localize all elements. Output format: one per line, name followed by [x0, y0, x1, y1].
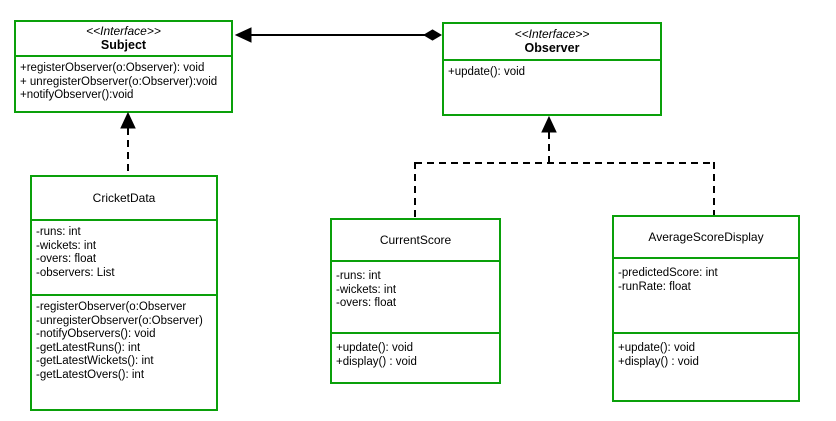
realization-cricketdata-subject — [120, 111, 136, 175]
member-line: -overs: float — [36, 253, 97, 265]
member-line: -predictedScore: int — [618, 267, 718, 279]
class-box-averagescoredisplay: AverageScoreDisplay -predictedScore: int… — [612, 215, 800, 402]
methods-compartment-currentscore: +update(): void+display() : void — [332, 332, 499, 382]
stereotype-label: <<Interface>> — [86, 24, 161, 38]
member-line: -wickets: int — [36, 239, 97, 252]
member-line: -getLatestRuns(): int — [36, 341, 141, 354]
class-title-averagescoredisplay: AverageScoreDisplay — [614, 217, 798, 257]
member-line: -getLatestWickets(): int — [36, 355, 154, 367]
member-line: -getLatestOvers(): int — [36, 368, 145, 381]
class-name: CricketData — [92, 190, 156, 205]
member-line: +update(): void — [448, 66, 526, 78]
methods-compartment-subject: +registerObserver(o:Observer): void+ unr… — [16, 55, 231, 111]
stereotype-label: <<Interface>> — [514, 27, 590, 41]
member-line: -wickets: int — [336, 283, 397, 296]
attributes-compartment-averagescoredisplay: -predictedScore: int-runRate: float — [614, 257, 798, 332]
member-line: +display() : void — [336, 355, 417, 368]
attributes-compartment-currentscore: -runs: int-wickets: int-overs: float — [332, 260, 499, 332]
member-line: +registerObserver(o:Observer): void — [20, 62, 205, 74]
class-box-currentscore: CurrentScore -runs: int-wickets: int-ove… — [330, 218, 501, 384]
methods-compartment-averagescoredisplay: +update(): void+display() : void — [614, 332, 798, 400]
class-title-cricketdata: CricketData — [32, 177, 216, 219]
realization-tree-observer — [414, 115, 715, 218]
diamond-at-observer-icon — [423, 29, 442, 41]
class-box-cricketdata: CricketData -runs: int-wickets: int-over… — [30, 175, 218, 411]
class-box-subject: <<Interface>> Subject +registerObserver(… — [14, 20, 233, 113]
class-title-subject: <<Interface>> Subject — [16, 22, 231, 55]
arrowhead-up-icon — [541, 115, 557, 133]
arrowhead-into-subject-icon — [234, 27, 252, 43]
association-observer-subject — [234, 27, 442, 43]
member-line: -runs: int — [36, 226, 81, 238]
member-line: -overs: float — [336, 297, 397, 309]
class-box-observer: <<Interface>> Observer +update(): void — [442, 22, 662, 116]
member-line: +update(): void — [618, 342, 696, 354]
member-line: -runs: int — [336, 270, 381, 282]
member-line: -runRate: float — [618, 280, 691, 293]
class-name: AverageScoreDisplay — [648, 229, 764, 244]
class-title-currentscore: CurrentScore — [332, 220, 499, 260]
member-line: +update(): void — [336, 342, 414, 354]
member-line: +display() : void — [618, 355, 699, 368]
class-title-observer: <<Interface>> Observer — [444, 24, 660, 59]
member-line: -notifyObservers(): void — [36, 328, 156, 340]
member-line: -registerObserver(o:Observer — [36, 301, 187, 313]
member-line: -unregisterObserver(o:Observer) — [36, 314, 203, 327]
methods-compartment-cricketdata: -registerObserver(o:Observer-unregisterO… — [32, 294, 216, 409]
arrowhead-up-icon — [120, 111, 136, 129]
methods-compartment-observer: +update(): void — [444, 59, 660, 114]
member-line: +notifyObserver():void — [20, 89, 134, 101]
class-name: Subject — [100, 38, 147, 52]
member-line: + unregisterObserver(o:Observer):void — [20, 75, 218, 88]
member-line: -observers: List — [36, 266, 115, 279]
attributes-compartment-cricketdata: -runs: int-wickets: int-overs: float-obs… — [32, 219, 216, 294]
class-name: CurrentScore — [379, 232, 452, 247]
class-name: Observer — [524, 41, 580, 55]
